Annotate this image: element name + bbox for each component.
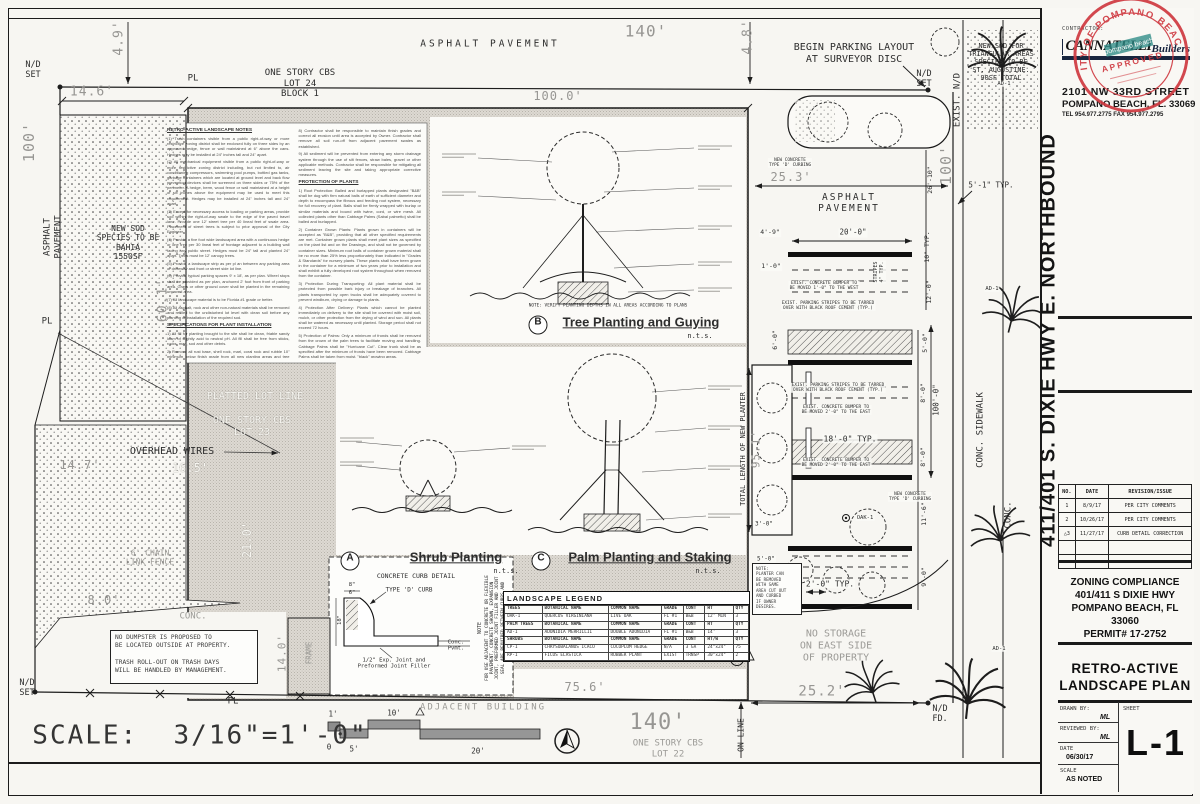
notes-text: 2) Remove all rust base, shell rock, mar…: [167, 348, 290, 358]
rule-drawing-title: [1058, 642, 1192, 645]
approval-stamp: CITY OF POMPANO BEACH pompano beach APPR…: [1067, 0, 1189, 113]
sheet-label: SHEET: [1123, 706, 1140, 712]
notes-text: (5) Provide a landscape strip as per pl …: [167, 260, 290, 271]
title-block: [1040, 8, 1194, 794]
project-line: 33060: [1111, 616, 1139, 627]
notes-text: 1) All fill for planting brought to the …: [167, 330, 290, 347]
notes-text: 3) Protection During Transporting: All p…: [298, 281, 422, 302]
detail-bubble-a: A: [340, 551, 360, 571]
notes-text: 4) Protection After Delivery: Plants whi…: [298, 304, 422, 331]
bottom-margin-line: [8, 762, 1040, 764]
notes-heading: RETRO-ACTIVE LANDSCAPE NOTES: [167, 128, 253, 133]
notes-text: 1) Root Protection: Balled and burlapped…: [298, 187, 422, 224]
notes-text: 8) Contractor shall be responsible to ma…: [298, 128, 422, 149]
project-line: ZONING COMPLIANCE: [1070, 577, 1180, 588]
notes-column-2: 8) Contractor shall be responsible to ma…: [299, 128, 422, 358]
landscape-notes-panel: RETRO-ACTIVE LANDSCAPE NOTES (1) Trash co…: [167, 128, 421, 358]
contractor-address-2: POMPANO BEACH, FL. 33069: [1062, 99, 1196, 110]
notes-text: (7) All landscape material is to be Flor…: [167, 296, 274, 302]
detail-bubble-b: B: [528, 315, 548, 335]
rule-seal: [1058, 390, 1192, 393]
contractor-phone: TEL 954.977.2775 FAX 954.977.2795: [1062, 112, 1164, 118]
drawing-title: RETRO-ACTIVE LANDSCAPE PLAN: [1058, 660, 1192, 694]
notes-heading: SPECIFICATIONS FOR PLANT INSTALLATION: [167, 322, 272, 328]
rule-footer: [1058, 700, 1192, 703]
notes-text: 2) Container Grown Plants: Plants grown …: [298, 226, 422, 279]
notes-text: (4) Provide a five foot wide landscaped …: [167, 237, 290, 258]
project-permit-line: PERMIT# 17-2752: [1083, 629, 1167, 640]
sheet-number: L-1: [1126, 722, 1186, 763]
notes-column-1: RETRO-ACTIVE LANDSCAPE NOTES (1) Trash co…: [167, 128, 290, 358]
logo-banner-bar: [1062, 56, 1190, 60]
notes-heading: PROTECTION OF PLANTS: [298, 179, 359, 185]
field-divider: [1058, 722, 1118, 723]
date-label: DATE: [1060, 746, 1074, 752]
project-line: 401/411 S DIXIE HWY: [1074, 590, 1176, 601]
rule-project: [1058, 560, 1192, 563]
project-name-block: ZONING COMPLIANCE 401/411 S DIXIE HWY PO…: [1058, 576, 1192, 641]
rule-engineer: [1058, 316, 1192, 319]
project-line: POMPANO BEACH, FL: [1071, 603, 1179, 614]
logo-sub-text: Builders: [1151, 43, 1190, 55]
drawing-title-line-1: RETRO-ACTIVE: [1071, 661, 1179, 676]
date-value: 06/30/17: [1066, 754, 1094, 761]
reviewed-by-value: ML: [1100, 734, 1111, 741]
scale-value: AS NOTED: [1066, 776, 1103, 783]
drawn-by-value: ML: [1100, 714, 1111, 721]
field-divider: [1058, 742, 1118, 743]
notes-text: (1) Trash containers visible from a publ…: [167, 136, 290, 157]
notes-text: (8) All asphalt, rock and other non-natu…: [167, 304, 290, 320]
notes-text: (6) Provide typical parking spaces 9' x …: [167, 273, 290, 295]
notes-text: 5) Protection of Palms: Only a minimum o…: [298, 333, 422, 358]
planter-note-box: NOTE: PLANTER CAN BE REMOVED WITH SAME A…: [752, 563, 802, 615]
drawn-by-label: DRAWN BY:: [1060, 706, 1090, 712]
reviewed-by-label: REVIEWED BY:: [1060, 726, 1100, 732]
legend-title: LANDSCAPE LEGEND: [504, 592, 749, 605]
notes-text: (3) Except for necessary access to loadi…: [167, 208, 290, 235]
revision-row: [1058, 540, 1192, 555]
field-divider: [1058, 764, 1118, 765]
top-margin-line: [8, 18, 1040, 19]
builder-logo-icon: [1062, 39, 1064, 55]
notes-text: 9) All sediment will be prevented from e…: [298, 151, 422, 178]
dumpster-note-box: NO DUMPSTER IS PROPOSED TO BE LOCATED OU…: [110, 630, 258, 684]
footer-divider: [1118, 702, 1119, 792]
scale-label: SCALE: [1060, 768, 1077, 774]
drawing-title-line-2: LANDSCAPE PLAN: [1059, 678, 1191, 693]
detail-bubble-c: C: [531, 551, 551, 571]
notes-text: (2) All mechanical equipment visible fro…: [167, 159, 290, 206]
